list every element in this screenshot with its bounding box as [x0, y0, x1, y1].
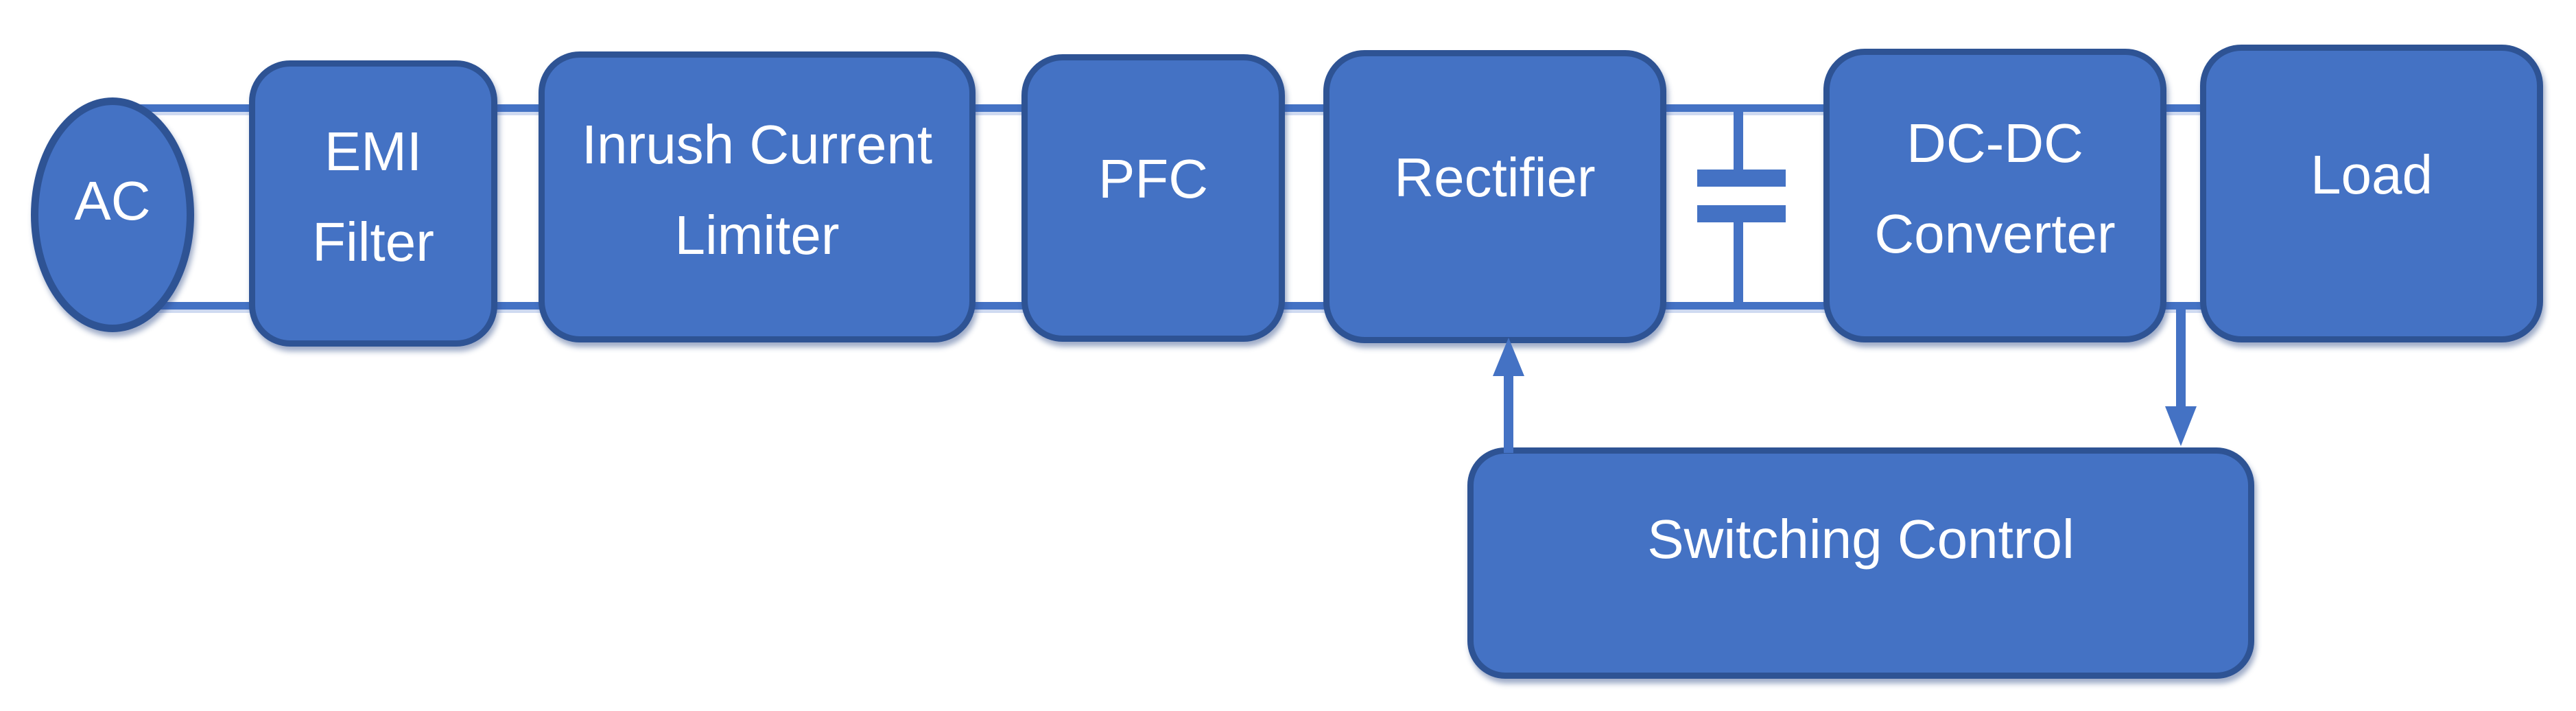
- node-inrush-label-line2: Limiter: [674, 205, 840, 266]
- arrow-head-up-icon: [1493, 338, 1524, 376]
- node-switching-control-label: Switching Control: [1647, 508, 2075, 570]
- capacitor-lead-top-icon: [1734, 108, 1743, 174]
- node-switching-control: Switching Control: [1467, 447, 2254, 679]
- node-dcdc-label-line1: DC-DC: [1906, 113, 2083, 174]
- capacitor-plate-bottom-icon: [1697, 205, 1786, 222]
- node-inrush-current-limiter: Inrush Current Limiter: [539, 51, 976, 342]
- node-emi-filter: EMI Filter: [249, 60, 497, 347]
- node-ac-label: AC: [74, 170, 151, 231]
- node-emi-filter-label-line1: EMI: [324, 120, 423, 182]
- node-load: Load: [2200, 45, 2543, 342]
- node-dcdc-label-line2: Converter: [1874, 203, 2116, 264]
- feedback-arrow-up-stem: [1504, 374, 1513, 453]
- node-rectifier: Rectifier: [1323, 50, 1666, 343]
- node-dc-dc-converter: DC-DC Converter: [1823, 49, 2166, 342]
- node-ac: AC: [31, 97, 194, 332]
- node-inrush-label-line1: Inrush Current: [581, 114, 933, 175]
- node-load-label: Load: [2311, 143, 2433, 205]
- node-rectifier-label: Rectifier: [1394, 147, 1596, 208]
- control-arrow-down-stem: [2176, 305, 2186, 406]
- arrow-head-down-icon: [2165, 406, 2197, 446]
- node-pfc: PFC: [1021, 54, 1285, 342]
- capacitor-lead-bottom-icon: [1734, 222, 1743, 306]
- capacitor-plate-top-icon: [1697, 170, 1786, 187]
- node-emi-filter-label-line2: Filter: [312, 211, 434, 272]
- node-pfc-label: PFC: [1098, 148, 1208, 209]
